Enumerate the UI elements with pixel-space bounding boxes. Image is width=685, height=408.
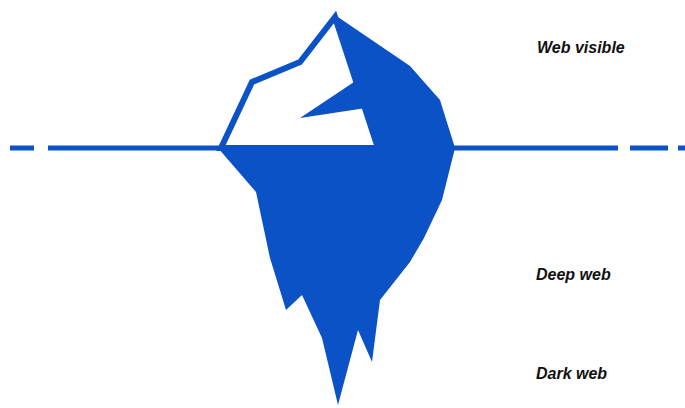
iceberg-underwater bbox=[218, 148, 455, 405]
layer-label: Web visible bbox=[537, 38, 625, 57]
waterline-dash bbox=[678, 146, 685, 151]
waterline bbox=[453, 146, 618, 151]
iceberg-tip-shade bbox=[300, 15, 455, 148]
layer-label: Deep web bbox=[536, 265, 611, 284]
waterline bbox=[48, 146, 220, 151]
waterline-dash bbox=[630, 146, 668, 151]
layer-label: Dark web bbox=[536, 364, 607, 383]
waterline-dash bbox=[10, 146, 34, 151]
